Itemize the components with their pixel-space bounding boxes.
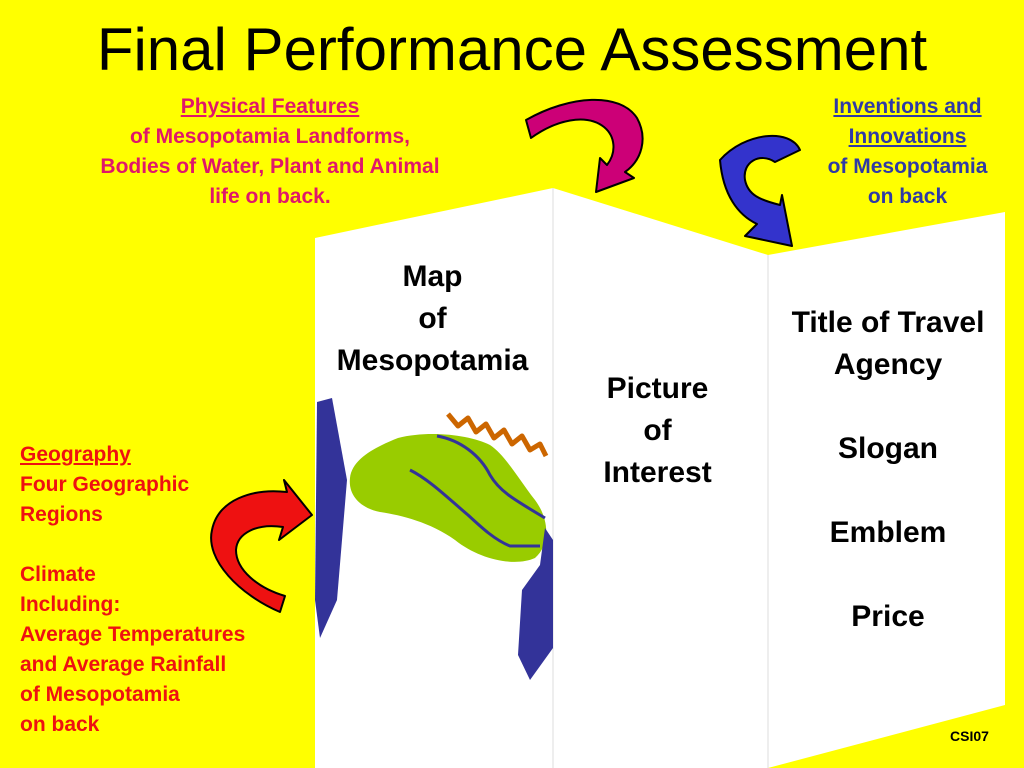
sea-left — [315, 398, 347, 638]
physical-features-line: life on back. — [209, 185, 331, 208]
picture-label-line: of — [643, 414, 672, 447]
agency-label-line: Slogan — [837, 432, 938, 465]
agency-label-line: Price — [851, 600, 925, 633]
geography-line: Four Geographic — [20, 473, 190, 496]
map-label-line: of — [418, 302, 447, 335]
map-panel-label: Map of Mesopotamia — [320, 256, 545, 382]
agency-label-line: Emblem — [829, 516, 947, 549]
agency-label-line: Agency — [833, 348, 943, 381]
map-label-line: Mesopotamia — [336, 344, 529, 377]
blue-arrow — [719, 134, 801, 247]
agency-label-line: Title of Travel — [791, 306, 985, 339]
geography-line: Climate — [20, 563, 96, 586]
red-arrow — [210, 479, 313, 613]
geography-heading: Geography — [20, 443, 131, 466]
picture-label-line: Picture — [606, 372, 709, 405]
inventions-line: on back — [867, 185, 948, 208]
physical-features-note: Physical Features of Mesopotamia Landfor… — [40, 92, 500, 212]
agency-label-line — [768, 554, 1008, 596]
credit-label: CSI07 — [950, 728, 989, 744]
geography-line: of Mesopotamia — [20, 683, 180, 706]
mountain-zigzag — [446, 412, 549, 458]
picture-panel-label: Picture of Interest — [565, 368, 750, 494]
magenta-arrow — [525, 98, 644, 193]
inventions-heading: Inventions and — [833, 95, 982, 118]
agency-label-line — [768, 470, 1008, 512]
panel-right — [768, 212, 1005, 768]
geography-line: Average Temperatures — [20, 623, 246, 646]
physical-features-line: of Mesopotamia Landforms, — [129, 125, 411, 148]
slide-title: Final Performance Assessment — [96, 16, 928, 83]
river-1 — [436, 434, 546, 520]
geography-note: Geography Four Geographic Regions Climat… — [20, 440, 320, 740]
geography-line — [20, 530, 320, 560]
geography-line: Including: — [20, 593, 121, 616]
inventions-note: Inventions and Innovations of Mesopotami… — [800, 92, 1015, 212]
geography-line: on back — [20, 713, 100, 736]
geography-line: Regions — [20, 503, 103, 526]
sea-right — [518, 528, 553, 680]
river-2 — [409, 468, 540, 548]
inventions-heading: Innovations — [848, 125, 967, 148]
picture-label-line: Interest — [603, 456, 712, 489]
agency-label-line — [768, 386, 1008, 428]
panel-middle — [553, 188, 768, 768]
map-label-line: Map — [402, 260, 463, 293]
physical-features-heading: Physical Features — [180, 95, 360, 118]
geography-line: and Average Rainfall — [20, 653, 227, 676]
agency-panel-label: Title of Travel Agency Slogan Emblem Pri… — [768, 302, 1008, 638]
physical-features-line: Bodies of Water, Plant and Animal — [100, 155, 440, 178]
inventions-line: of Mesopotamia — [827, 155, 988, 178]
